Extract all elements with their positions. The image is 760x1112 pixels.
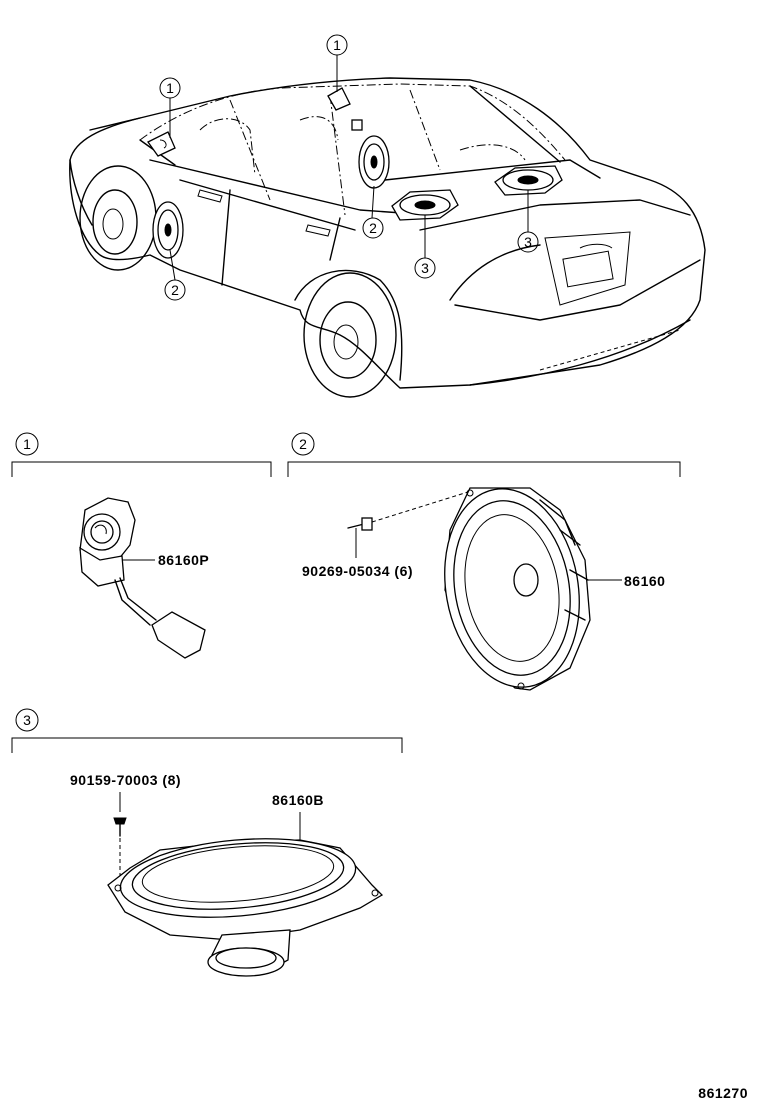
screw-90159-drawing [113, 792, 127, 880]
svg-text:1: 1 [166, 80, 174, 96]
section-1-header: 1 [11, 432, 272, 477]
label-86160: 86160 [624, 573, 665, 589]
label-86160B: 86160B [272, 792, 324, 808]
label-90159-70003: 90159-70003 (8) [70, 772, 181, 788]
tweeter-86160P-drawing [79, 497, 206, 659]
section-2-header: 2 [287, 432, 681, 477]
callout-car-3a: 3 [414, 257, 436, 279]
svg-text:2: 2 [299, 436, 307, 452]
svg-text:2: 2 [171, 282, 179, 298]
section-3-header: 3 [11, 708, 403, 753]
svg-text:1: 1 [333, 37, 341, 53]
diagram-number: 861270 [698, 1085, 748, 1101]
callout-car-3b: 3 [517, 231, 539, 253]
label-90269-05034: 90269-05034 (6) [302, 563, 413, 579]
svg-text:1: 1 [23, 436, 31, 452]
callout-car-2a: 2 [164, 279, 186, 301]
label-86160P: 86160P [158, 552, 209, 568]
car-illustration [69, 55, 706, 398]
callout-car-1a: 1 [326, 34, 348, 56]
callout-car-2b: 2 [362, 217, 384, 239]
callout-car-1b: 1 [159, 77, 181, 99]
rear-speaker-86160B-drawing [107, 838, 384, 977]
door-speaker-86160-drawing [444, 487, 622, 691]
svg-text:3: 3 [23, 712, 31, 728]
svg-text:2: 2 [369, 220, 377, 236]
svg-text:3: 3 [524, 234, 532, 250]
svg-text:3: 3 [421, 260, 429, 276]
screw-90269-drawing [347, 491, 469, 558]
